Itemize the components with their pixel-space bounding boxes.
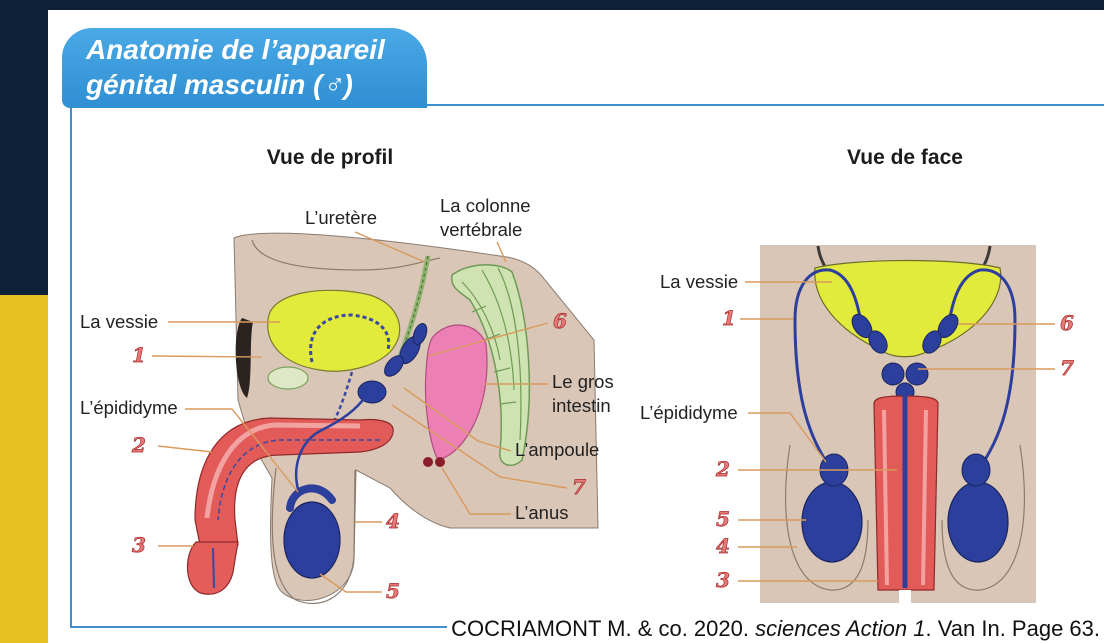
label-anus: L’anus [515,502,569,523]
number-marker-6: 6 [553,309,567,333]
label-gros-intestin-1: Le gros [552,371,614,392]
label-vessie: La vessie [80,311,158,332]
label-epididyme-front: L’épididyme [640,402,738,423]
epididymis-right [962,454,990,486]
label-gros-intestin-2: intestin [552,395,611,416]
prostate-lobe [882,363,904,385]
number-marker-1: 1 [132,343,146,367]
number-marker-3: 3 [132,533,146,557]
caption-suffix: . Van In. Page 63. [926,616,1101,641]
glans-urethra [213,548,214,588]
leader-line [158,446,212,452]
number-marker-7: 7 [572,475,586,499]
number-marker-1: 1 [722,306,736,330]
number-marker-5: 5 [716,507,730,531]
number-marker-4: 4 [386,509,400,533]
caption-book-title: sciences Action 1 [755,616,925,641]
number-marker-4: 4 [716,534,730,558]
label-epididyme: L’épididyme [80,397,178,418]
number-marker-5: 5 [386,579,400,603]
number-marker-6: 6 [1060,311,1074,335]
number-marker-2: 2 [131,433,146,457]
testis-right [948,482,1008,562]
number-marker-2: 2 [715,457,730,481]
anus-mark [423,457,433,467]
label-ampoule: L’ampoule [515,439,599,460]
anus-mark [435,457,445,467]
bladder [268,290,400,371]
number-marker-7: 7 [1060,356,1074,380]
prostate-lobe [906,363,928,385]
label-colonne-2: vertébrale [440,219,522,240]
leader-line [152,356,262,357]
label-vessie-front: La vessie [660,271,738,292]
pubic-bone [268,367,308,389]
profile-heading: Vue de profil [267,146,393,169]
urethral-meatus [899,590,911,603]
number-marker-3: 3 [716,568,730,592]
profile-view: Vue de profil [80,146,614,603]
testis [284,502,340,578]
testis-left [802,482,862,562]
front-heading: Vue de face [847,146,963,169]
label-ureter: L’uretère [305,207,377,228]
source-caption: COCRIAMONT M. & co. 2020. sciences Actio… [447,617,1100,641]
label-colonne-1: La colonne [440,195,531,216]
caption-prefix: COCRIAMONT M. & co. 2020. [451,616,755,641]
front-view: Vue de face [640,146,1074,603]
